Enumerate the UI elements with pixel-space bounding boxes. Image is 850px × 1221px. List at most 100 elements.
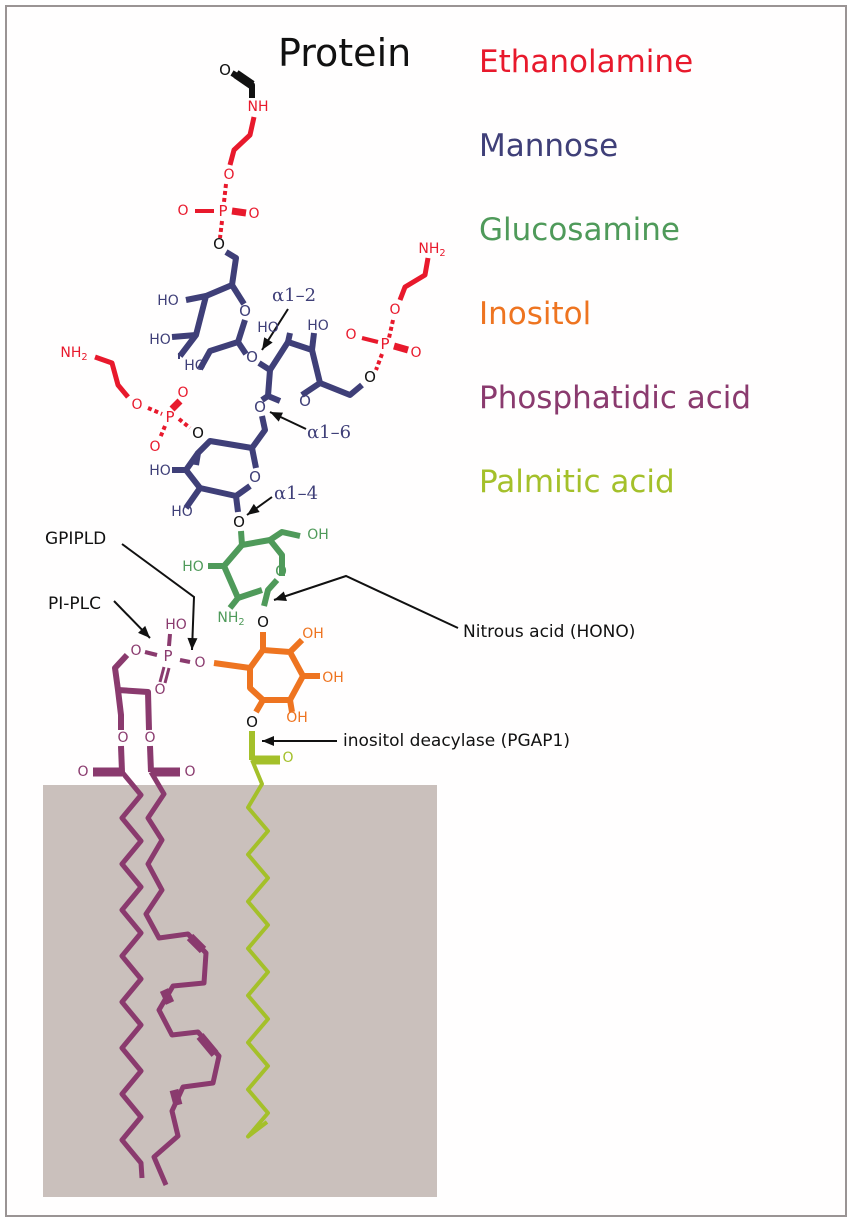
eth1-p-bond [222,183,228,203]
ethanolamine-chain-3 [94,354,130,399]
pa-po-top [167,633,172,647]
carbonyl-bond [233,70,255,89]
enzyme-nitrous-acid: Nitrous acid (HONO) [463,622,635,642]
ethanolamine-chain-2 [397,257,431,301]
mannose1-ring-bottom [197,319,248,371]
legend-inositol: Inositol [479,296,591,332]
pa-double-bond-1 [186,933,207,954]
bonds [93,70,431,1186]
glucosamine-c1 [261,577,280,607]
mannose3-ho-3: HO [149,463,171,479]
glucosamine-ho-3: HO [182,559,204,575]
eth1-o-left: O [177,203,188,219]
pa-o-double: O [154,682,165,698]
eth3-po-right [177,417,192,430]
eth2-phosphorus: P [380,335,389,353]
pa-phosphorus: P [163,647,172,665]
enzyme-gpipld: GPIPLD [45,529,106,549]
eth1-o: O [223,167,234,183]
pa-o-glycerol: O [130,643,141,659]
glycerol-sn2 [117,687,152,731]
mannose2-c3 [285,332,293,343]
pa-double-bond-2 [159,988,175,1005]
glucosamine-oh-6: OH [307,527,329,543]
membrane-bilayer [43,785,437,1197]
arrows [113,308,459,746]
pa-carbonyl-o-2: O [184,764,195,780]
linkage-labels: α1–2 α1–6 α1–4 [272,285,351,504]
inositol-ring [247,632,306,703]
mannose2-c4 [309,332,317,351]
eth3-o: O [131,397,142,413]
glucosamine-c2 [227,596,241,610]
pa-o-bridge: O [194,655,205,671]
arrow-gpipld [121,543,196,651]
mannose2-ring [257,339,323,398]
mannose3-glyco-o: O [233,513,245,531]
mannose1-ring-o: O [239,302,251,320]
pa-po-double-a [158,666,166,683]
inositol-c2 [287,637,305,655]
mannose1-c3 [171,332,197,340]
mannose3-c1 [233,495,241,513]
eth3-nh2: NH2 [60,345,87,363]
legend-phosphatidic-acid: Phosphatidic acid [479,380,751,416]
mannose3-ho-2: HO [171,504,193,520]
enzyme-labels: GPIPLD PI-PLC Nitrous acid (HONO) inosit… [45,529,635,751]
eth3-o-bottom: O [149,439,160,455]
legend: Ethanolamine Mannose Glucosamine Inosito… [479,44,751,500]
eth1-phosphorus: P [218,202,227,220]
inositol-oh-2: OH [302,626,324,642]
eth2-po-left [361,336,379,344]
pa-double-bond-4 [169,1088,183,1107]
arrow-inositol-deacylase-head [262,736,274,746]
mannose3-ring-o: O [249,468,261,486]
protein-label: Protein [278,31,411,75]
pa-double-bond-3 [196,1033,219,1057]
linkage-alpha-1-2: α1–2 [272,285,316,306]
linkage-alpha-1-4: α1–4 [274,483,318,504]
mannose3-o4: O [192,424,204,442]
eth2-o-right: O [410,345,421,361]
enzyme-pi-plc: PI-PLC [48,594,101,614]
mannose3-c2-bond [183,486,203,510]
mannose2-o6: O [364,368,376,386]
pa-po-right [179,658,191,664]
mannose1-glyco-o: O [246,348,258,366]
arrow-gpipld-head [187,637,198,650]
mannose2-glyco-o: O [254,398,266,416]
glucosamine-ring-bottom [221,564,263,601]
mannose2-ho-4: HO [307,318,329,334]
eth3-po-double [169,398,183,412]
eth3-po-left [147,406,163,416]
pa-po-left [144,650,158,657]
mannose2-c6 [318,380,364,398]
eth2-po-down [374,353,384,371]
eth1-o-right: O [248,206,259,222]
mannose1-c4 [185,293,207,303]
mannose2-ring-o: O [299,392,311,410]
legend-ethanolamine: Ethanolamine [479,44,693,80]
legend-palmitic-acid: Palmitic acid [479,464,675,500]
pa-saturated-chain [119,770,145,1179]
amide-oxygen: O [219,61,231,79]
eth3-phosphorus: P [165,408,174,426]
mannose2-c1 [260,393,270,403]
eth1-po-double [231,207,247,217]
palmitic-carbonyl-o: O [282,750,293,766]
arrow-pi-plc-head [138,625,150,638]
linkage-alpha-1-6: α1–6 [307,422,351,443]
mannose1-bond-o [229,283,247,306]
inositol-oh-4: OH [286,710,308,726]
mannose1-ho-4: HO [157,293,179,309]
glucosamine-nh2: NH2 [217,610,244,628]
enzyme-inositol-deacylase: inositol deacylase (PGAP1) [343,731,570,751]
eth3-o-top: O [177,385,188,401]
eth2-p-bond [387,319,395,339]
mannose3-ring-top [193,438,253,466]
amide-nh: NH [248,99,269,115]
eth1-po-down [218,220,224,239]
legend-glucosamine: Glucosamine [479,212,680,248]
man1-o6: O [213,235,225,253]
